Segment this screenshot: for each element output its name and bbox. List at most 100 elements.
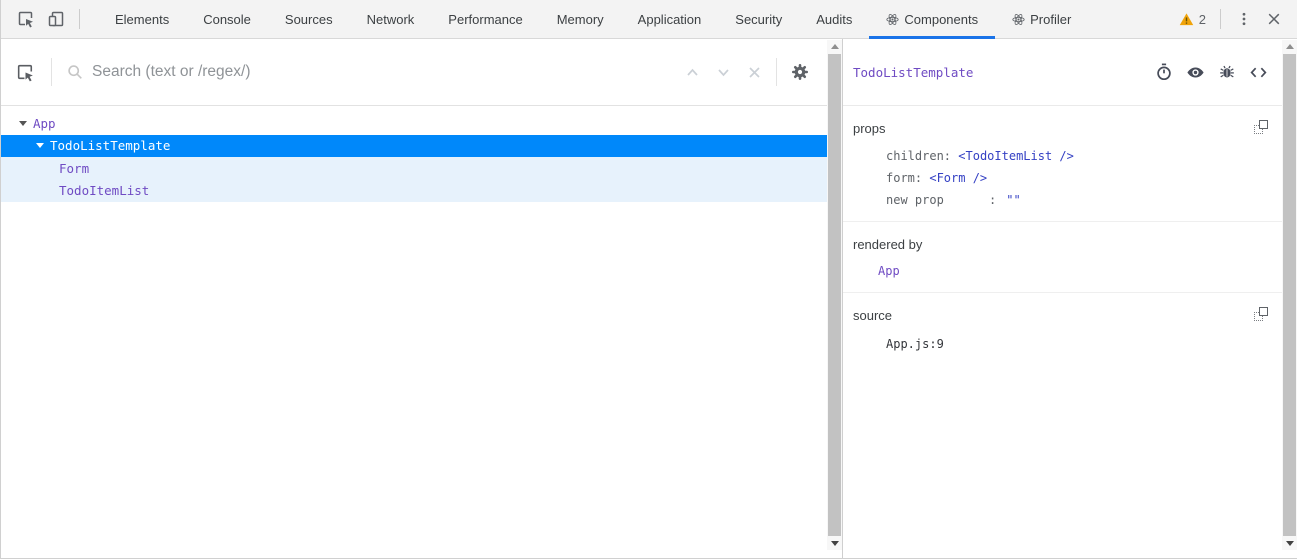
scrollbar-thumb[interactable]: [828, 54, 841, 536]
warnings-badge[interactable]: 2: [1173, 12, 1212, 27]
tab-sources[interactable]: Sources: [268, 0, 350, 38]
search-divider: [776, 58, 777, 86]
new-prop-name-input[interactable]: new prop: [886, 193, 944, 207]
copy-props-button[interactable]: [1254, 119, 1270, 135]
previous-result-button[interactable]: [685, 65, 700, 80]
tab-elements[interactable]: Elements: [98, 0, 186, 38]
code-brackets-icon: [1249, 63, 1268, 82]
more-options-button[interactable]: [1229, 5, 1259, 33]
tab-network[interactable]: Network: [350, 0, 432, 38]
triangle-up-icon: [1285, 44, 1294, 49]
expander-arrow-icon[interactable]: [19, 120, 27, 126]
left-panel-scrollbar[interactable]: [827, 40, 842, 550]
close-icon: [747, 65, 762, 80]
tab-label: Memory: [556, 11, 604, 27]
component-tree: App TodoListTemplate Form TodoItemList: [1, 106, 827, 202]
props-section-label: props: [853, 121, 886, 136]
component-name: TodoListTemplate: [50, 138, 171, 154]
inspect-cursor-icon: [15, 62, 36, 83]
settings-button[interactable]: [791, 63, 809, 81]
triangle-down-icon: [1285, 541, 1294, 546]
selected-component-title: TodoListTemplate: [853, 64, 974, 80]
panel-split-border: [842, 39, 843, 558]
prop-row-form: form: <Form />: [853, 167, 1270, 189]
tree-row-form[interactable]: Form: [1, 157, 827, 180]
source-location: App.js:9: [886, 337, 944, 351]
rendered-by-owner-link[interactable]: App: [853, 260, 900, 282]
prop-name: children:: [886, 149, 952, 163]
toolbar-right-controls: 2: [1173, 5, 1297, 33]
tab-performance[interactable]: Performance: [431, 0, 539, 38]
source-section-label: source: [853, 308, 893, 323]
scroll-up-button[interactable]: [1282, 40, 1297, 53]
next-result-button[interactable]: [716, 65, 731, 80]
tab-audits[interactable]: Audits: [799, 0, 869, 38]
kebab-menu-icon: [1236, 11, 1252, 27]
suspend-timer-button[interactable]: [1155, 63, 1173, 81]
tree-search-bar: [1, 39, 827, 106]
tab-label: Security: [735, 11, 783, 27]
device-toolbar-button[interactable]: [41, 5, 71, 33]
scroll-up-button[interactable]: [827, 40, 842, 53]
inspect-element-button[interactable]: [11, 5, 41, 33]
close-devtools-button[interactable]: [1259, 5, 1289, 33]
tree-row-todolisttemplate[interactable]: TodoListTemplate: [1, 134, 827, 157]
debug-log-button[interactable]: [1218, 63, 1236, 81]
tab-application[interactable]: Application: [621, 0, 719, 38]
expander-arrow-icon[interactable]: [36, 143, 44, 149]
search-nav-controls: [685, 65, 762, 80]
tab-memory[interactable]: Memory: [540, 0, 621, 38]
details-header-icons: [1155, 63, 1268, 82]
component-name: App: [33, 115, 56, 131]
stopwatch-icon: [1155, 63, 1173, 81]
tab-console[interactable]: Console: [186, 0, 268, 38]
new-prop-value-input[interactable]: "": [1006, 193, 1021, 207]
component-tree-panel: App TodoListTemplate Form TodoItemList: [1, 39, 827, 558]
right-panel-scrollbar[interactable]: [1282, 40, 1297, 550]
bug-icon: [1218, 63, 1236, 81]
tree-row-todoitemlist[interactable]: TodoItemList: [1, 179, 827, 202]
devtools-toolbar: Elements Console Sources Network Perform…: [1, 0, 1297, 39]
devtools-tabs: Elements Console Sources Network Perform…: [98, 0, 1088, 39]
prop-value[interactable]: <TodoItemList />: [958, 149, 1074, 163]
tab-profiler[interactable]: Profiler: [995, 0, 1088, 38]
scrollbar-thumb[interactable]: [1283, 54, 1296, 536]
inspect-cursor-icon: [16, 9, 36, 29]
source-section: source App.js:9: [843, 293, 1282, 364]
component-name: Form: [59, 160, 90, 176]
view-source-button[interactable]: [1249, 63, 1268, 82]
tree-row-app[interactable]: App: [1, 112, 827, 135]
scroll-down-button[interactable]: [827, 537, 842, 550]
details-header: TodoListTemplate: [843, 39, 1282, 106]
tab-label: Components: [904, 11, 979, 27]
rendered-by-label: rendered by: [853, 237, 923, 252]
copy-source-button[interactable]: [1254, 306, 1270, 322]
device-toolbar-icon: [46, 9, 66, 29]
copy-icon: [1254, 120, 1268, 134]
chevron-up-icon: [685, 65, 700, 80]
search-input[interactable]: [92, 63, 675, 81]
props-list: children: <TodoItemList /> form: <Form /…: [853, 145, 1270, 211]
clear-search-button[interactable]: [747, 65, 762, 80]
tab-label: Application: [637, 11, 702, 27]
component-details-panel: TodoListTemplate: [843, 39, 1282, 558]
triangle-down-icon: [830, 541, 839, 546]
tab-label: Network: [366, 11, 415, 27]
react-atom-icon: [1012, 13, 1025, 26]
tab-security[interactable]: Security: [718, 0, 799, 38]
tab-label: Sources: [284, 11, 333, 27]
react-atom-icon: [886, 13, 899, 26]
prop-value[interactable]: <Form />: [929, 171, 988, 185]
props-section: props children: <TodoItemList /> form: <…: [843, 106, 1282, 222]
prop-row-children: children: <TodoItemList />: [853, 145, 1270, 167]
select-component-button[interactable]: [15, 62, 36, 83]
tab-components[interactable]: Components: [869, 0, 995, 39]
inspect-dom-button[interactable]: [1186, 63, 1205, 82]
tab-label: Profiler: [1030, 11, 1072, 27]
warning-count: 2: [1198, 11, 1206, 27]
tab-label: Elements: [115, 11, 170, 27]
scroll-down-button[interactable]: [1282, 537, 1297, 550]
chevron-down-icon: [716, 65, 731, 80]
tab-label: Performance: [448, 11, 523, 27]
